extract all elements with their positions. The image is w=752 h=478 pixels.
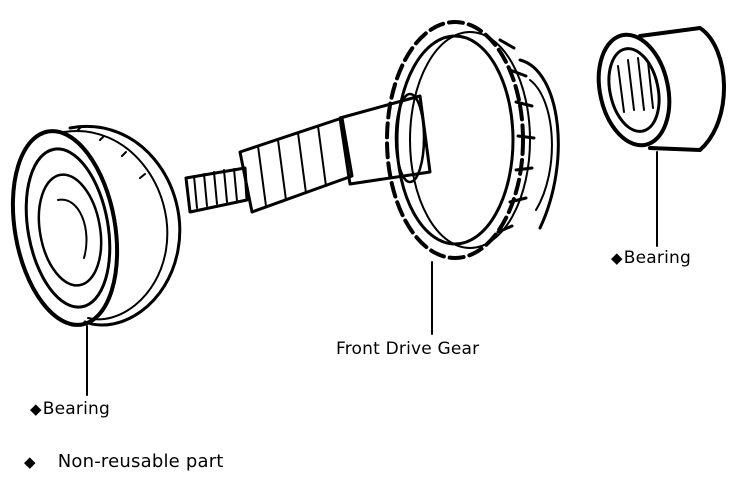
right-bearing (596, 26, 726, 152)
non-reusable-marker-icon: ◆ (30, 400, 42, 418)
right-bearing-text: Bearing (623, 248, 691, 268)
front-drive-gear (385, 20, 560, 260)
legend: ◆ Non-reusable part (24, 451, 224, 472)
left-bearing-label: ◆Bearing (30, 399, 110, 419)
left-bearing (10, 124, 182, 327)
left-bearing-text: Bearing (42, 399, 110, 419)
right-bearing-label: ◆Bearing (611, 248, 691, 268)
front-drive-gear-label: Front Drive Gear (336, 339, 480, 359)
non-reusable-marker-icon: ◆ (611, 249, 623, 267)
legend-text: Non-reusable part (57, 451, 224, 472)
non-reusable-marker-icon: ◆ (24, 453, 36, 471)
